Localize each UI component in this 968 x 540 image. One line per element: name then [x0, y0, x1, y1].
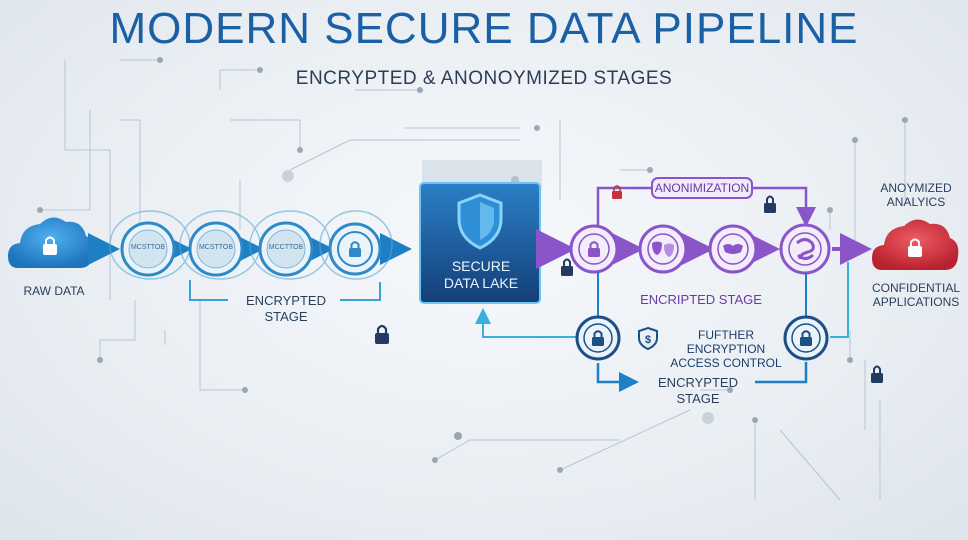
anonymization-pill: [651, 177, 753, 199]
anon-lock-node: [569, 224, 619, 274]
output-cloud-lock-icon: [872, 219, 959, 270]
page-subtitle: ENCRYPTED & ANONOYMIZED STAGES: [295, 68, 673, 89]
further-line2: ACCESS CONTROL: [670, 356, 782, 370]
further-lock-node-right: [783, 315, 829, 361]
stage1-node-3: [258, 221, 314, 277]
lock-icon: [764, 195, 776, 213]
stage1-node-label-3: MCCTTOB: [268, 244, 304, 251]
secure-data-lake: [419, 182, 541, 304]
apps-line1: CONFIDENTIAL: [871, 281, 960, 295]
further-encryption-label: FUFTHER ENCRYPTION ACCESS CONTROL: [660, 328, 792, 370]
confidential-applications-label: CONFIDENTIAL APPLICATIONS: [866, 281, 966, 309]
dollar-shield-icon: $: [638, 326, 658, 351]
analytics-line1: ANOYMIZED: [880, 181, 952, 195]
circuit-dots: [37, 57, 908, 473]
data-lake-line2: DATA LAKE: [443, 275, 519, 291]
stage1-node-1: [120, 221, 176, 277]
data-lake-title: SECURE DATA LAKE: [424, 258, 538, 292]
theater-masks-icon: [638, 224, 688, 274]
raw-data-label: RAW DATA: [23, 284, 85, 298]
further-lock-node-left: [575, 315, 621, 361]
further-stage-label: ENCRYPTED STAGE: [658, 375, 738, 406]
circuit-decoration: [40, 59, 906, 501]
anonymized-analytics-label: ANOYMIZED ANALYICS: [870, 181, 962, 209]
further-line1: FUFTHER ENCRYPTION: [686, 328, 766, 356]
stage1-node-label-2: MCSTTOB: [198, 244, 234, 251]
raw-data-cloud-icon: [8, 217, 94, 268]
data-lake-line1: SECURE: [451, 258, 511, 274]
analytics-line2: ANALYICS: [886, 195, 946, 209]
page-title: MODERN SECURE DATA PIPELINE: [109, 4, 859, 53]
anon-mask-node: [708, 224, 758, 274]
anon-stage-label: ENCRIPTED STAGE: [640, 292, 762, 307]
svg-text:$: $: [645, 334, 651, 346]
apps-line2: APPLICATIONS: [872, 295, 960, 309]
anonymization-pill-label: ANONIMIZATION: [654, 181, 750, 195]
lock-icon: [375, 324, 389, 344]
swirl-icon: [779, 223, 831, 275]
stage1-node-label-1: MCSTTOB: [130, 244, 166, 251]
stage1-label: ENCRYPTED STAGE: [246, 293, 326, 324]
stage1-lock-node: [328, 222, 382, 276]
lock-icon: [561, 258, 573, 276]
stage1-node-2: [188, 221, 244, 277]
lock-icon: [871, 365, 883, 383]
